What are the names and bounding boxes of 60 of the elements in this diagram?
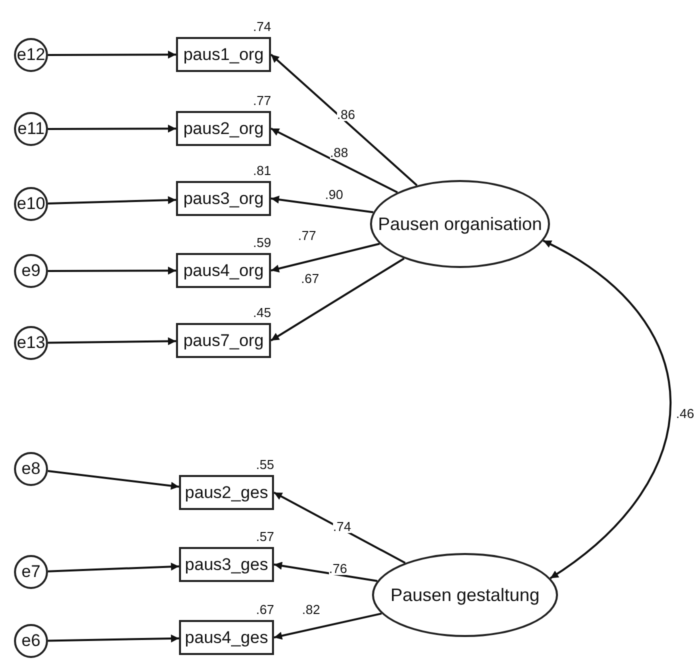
- edge-label: .74: [333, 520, 352, 533]
- edge-label: .90: [325, 188, 344, 201]
- edge-label: .77: [298, 229, 316, 242]
- double-headed-arrow: [542, 240, 672, 580]
- r-squared-value: .59: [253, 236, 272, 249]
- arrow: [270, 196, 374, 214]
- r-squared-value: .55: [256, 458, 274, 471]
- variable-box: [179, 620, 274, 655]
- arrow: [274, 492, 406, 564]
- arrow: [270, 54, 418, 186]
- node-label: e13: [16, 332, 46, 354]
- arrow: [48, 124, 176, 133]
- variable-box: [176, 253, 271, 288]
- node-label: paus4_ges: [184, 626, 270, 649]
- node-label: paus4_org: [182, 260, 265, 282]
- arrow: [48, 634, 180, 642]
- variable-box: [179, 475, 274, 510]
- r-squared-value: .67: [256, 603, 274, 616]
- node-label: e11: [16, 118, 46, 140]
- node-label: Pausen organisation: [376, 213, 544, 236]
- node-label: e7: [20, 561, 42, 584]
- arrow: [274, 562, 378, 582]
- node-label: paus1_org: [182, 44, 265, 66]
- node-label: e10: [16, 193, 46, 216]
- node-label: paus2_ges: [184, 482, 270, 504]
- arrow: [48, 266, 176, 275]
- node-label: paus3_org: [182, 188, 265, 210]
- variable-box: [176, 111, 271, 146]
- node-label: e8: [20, 458, 42, 480]
- r-squared-value: .77: [253, 94, 272, 107]
- variable-box: [179, 547, 274, 582]
- r-squared-value: .45: [253, 306, 272, 319]
- arrow: [274, 612, 382, 640]
- arrow: [270, 242, 380, 272]
- variable-box: [176, 37, 271, 72]
- arrow: [48, 470, 180, 490]
- r-squared-value: .74: [253, 20, 272, 33]
- arrow: [270, 258, 405, 342]
- variable-box: [176, 181, 271, 216]
- r-squared-value: .57: [256, 530, 274, 543]
- node-label: paus2_org: [182, 118, 265, 140]
- arrow: [48, 196, 176, 205]
- node-label: e12: [16, 44, 46, 66]
- node-label: Pausen gestaltung: [389, 584, 541, 607]
- arrow: [270, 128, 398, 194]
- node-label: e6: [20, 630, 42, 652]
- arrow: [48, 562, 180, 572]
- edge-label: .86: [337, 108, 356, 121]
- edge-label: .88: [330, 146, 348, 159]
- edge-label: .67: [301, 272, 320, 285]
- arrow: [48, 337, 176, 346]
- edge-label: .82: [302, 603, 320, 616]
- node-label: paus7_org: [182, 330, 265, 352]
- node-label: e9: [20, 260, 42, 282]
- arrow: [48, 50, 176, 59]
- edge-label: .76: [329, 562, 348, 575]
- edge-label: .46: [676, 407, 694, 420]
- node-label: paus3_ges: [184, 554, 270, 576]
- variable-box: [176, 323, 271, 358]
- r-squared-value: .81: [253, 164, 272, 177]
